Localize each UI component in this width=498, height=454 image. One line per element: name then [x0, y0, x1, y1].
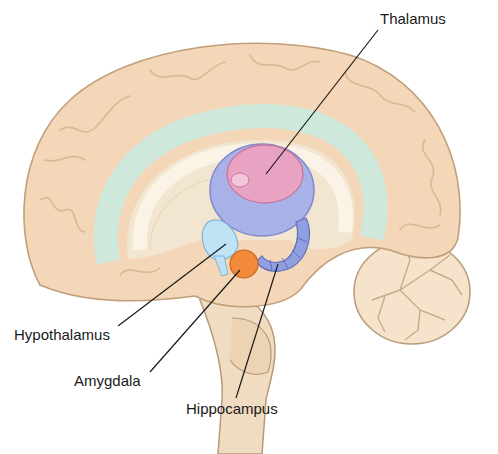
amygdala [230, 250, 258, 278]
leader-line [118, 244, 226, 326]
gyri [40, 55, 441, 275]
hippocampus-segments [270, 238, 307, 270]
cerebrum [24, 43, 460, 306]
part-label: Thalamus [380, 10, 446, 28]
inner-region [127, 140, 355, 259]
leader-line [150, 270, 240, 372]
leader-lines [118, 30, 378, 398]
cingulate-gyrus [106, 116, 376, 262]
thalamus [227, 145, 303, 203]
leader-line [266, 30, 378, 174]
part-label: Amygdala [74, 372, 141, 390]
pituitary-stalk [214, 256, 228, 276]
part-label: Hypothalamus [14, 326, 110, 344]
leader-line [236, 264, 278, 398]
pons [230, 318, 271, 374]
thalamic-nucleus [231, 173, 249, 187]
cerebellum-folia [372, 245, 462, 340]
part-label: Hippocampus [186, 400, 278, 418]
hypothalamus [202, 220, 238, 259]
hippocampus [256, 218, 309, 271]
